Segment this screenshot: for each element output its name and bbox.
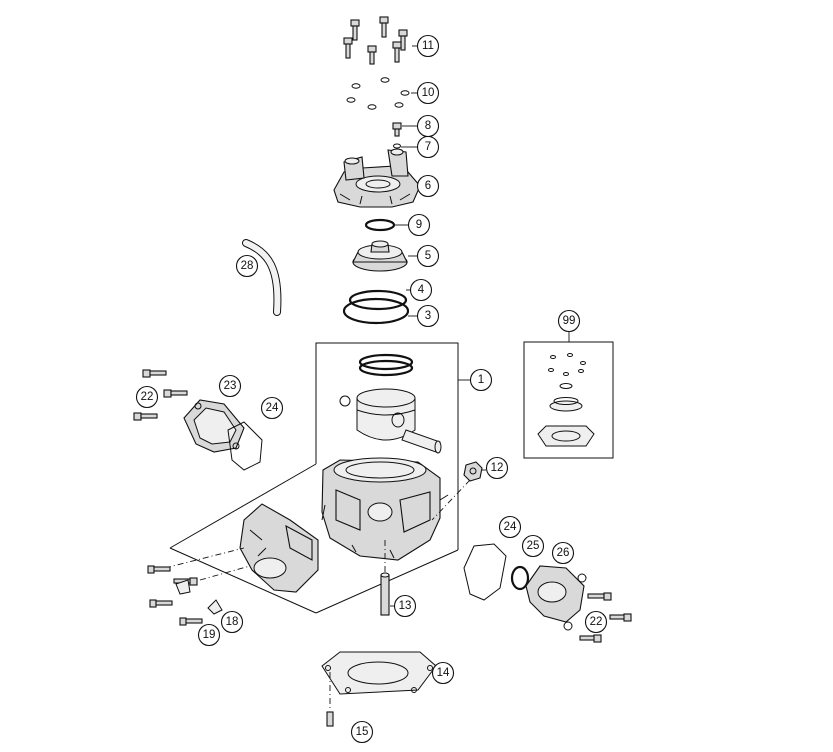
clip-bracket	[175, 579, 223, 615]
washers-group	[346, 77, 410, 110]
callout-1-label: 1	[478, 374, 484, 386]
callout-19-label: 19	[203, 629, 216, 641]
leader-lines	[390, 45, 486, 674]
callout-22-right: 22	[584, 610, 608, 634]
callout-9: 9	[407, 213, 431, 237]
callout-4: 4	[409, 278, 433, 302]
callout-25-label: 25	[527, 540, 540, 552]
callout-7-label: 7	[425, 141, 431, 153]
piston-ring	[358, 353, 414, 371]
callout-15-label: 15	[356, 726, 369, 738]
callout-99-label: 99	[563, 315, 576, 327]
bolt-left-b	[173, 577, 198, 586]
callout-23-label: 23	[224, 380, 237, 392]
combustion-chamber-insert	[352, 240, 408, 272]
callout-28: 28	[235, 254, 259, 278]
stud-bolt	[380, 540, 390, 616]
exhaust-flange	[239, 503, 319, 593]
piston	[356, 388, 416, 441]
callout-12: 12	[485, 456, 509, 480]
callout-1: 1	[469, 368, 493, 392]
callout-11-label: 11	[422, 40, 434, 52]
callout-22-left-label: 22	[141, 391, 154, 403]
intake-bolt-2	[609, 613, 632, 622]
o-ring-right	[510, 565, 530, 591]
callout-19: 19	[197, 623, 221, 647]
callout-9-label: 9	[416, 219, 422, 231]
callout-6-label: 6	[425, 180, 431, 192]
callout-12-label: 12	[491, 462, 504, 474]
callout-22-right-label: 22	[590, 616, 603, 628]
callout-24-left-label: 24	[266, 402, 279, 414]
callout-11: 11	[416, 34, 440, 58]
nut	[463, 461, 483, 482]
callout-10-label: 10	[422, 87, 435, 99]
callout-5: 5	[416, 244, 440, 268]
piston-pin	[401, 429, 442, 454]
o-ring-large-upper	[348, 289, 408, 311]
callout-5-label: 5	[425, 250, 431, 262]
cylinder-head	[333, 148, 421, 208]
callout-24-right-label: 24	[504, 521, 517, 533]
callout-8-label: 8	[425, 120, 431, 132]
bolt-left-d	[179, 617, 203, 626]
callout-13: 13	[393, 594, 417, 618]
temperature-screw	[392, 122, 402, 149]
dowel-pin	[326, 672, 334, 727]
callout-7: 7	[416, 135, 440, 159]
callout-14: 14	[431, 661, 455, 685]
intake-bolt-1	[587, 592, 612, 601]
o-ring-small	[364, 218, 396, 232]
callout-25: 25	[521, 534, 545, 558]
cover-bolt-1	[142, 369, 167, 378]
callout-3-label: 3	[425, 310, 431, 322]
bolt-left-a	[147, 565, 171, 574]
callout-4-label: 4	[418, 284, 425, 296]
callout-10: 10	[416, 81, 440, 105]
cover-bolt-3	[133, 412, 158, 421]
gasket-set-contents	[537, 353, 595, 447]
callout-6: 6	[416, 174, 440, 198]
base-gasket	[321, 651, 437, 695]
callout-8: 8	[416, 114, 440, 138]
callout-18: 18	[220, 610, 244, 634]
o-ring-large-lower	[342, 297, 410, 325]
circlip	[339, 395, 351, 407]
cover-gasket-left	[227, 421, 263, 471]
callout-99: 99	[557, 309, 581, 333]
callout-28-label: 28	[241, 260, 254, 272]
bolt-left-c	[149, 599, 173, 608]
callout-15: 15	[350, 720, 374, 744]
head-bolts-group	[343, 16, 408, 65]
callout-24-right: 24	[498, 515, 522, 539]
intake-flange	[525, 565, 587, 631]
intake-bolt-3	[579, 634, 602, 643]
callout-26-label: 26	[557, 547, 570, 559]
callout-26: 26	[551, 541, 575, 565]
cylinder	[321, 457, 449, 561]
callout-3: 3	[416, 304, 440, 328]
gasket-set-frame	[523, 341, 614, 459]
gasket-right	[463, 543, 507, 601]
callout-14-label: 14	[437, 667, 450, 679]
callout-22-left: 22	[135, 385, 159, 409]
callout-13-label: 13	[399, 600, 412, 612]
callout-24-left: 24	[260, 396, 284, 420]
callout-18-label: 18	[226, 616, 239, 628]
cover-bolt-2	[163, 389, 188, 398]
callout-23: 23	[218, 374, 242, 398]
cylinder-set-frame	[315, 342, 459, 550]
